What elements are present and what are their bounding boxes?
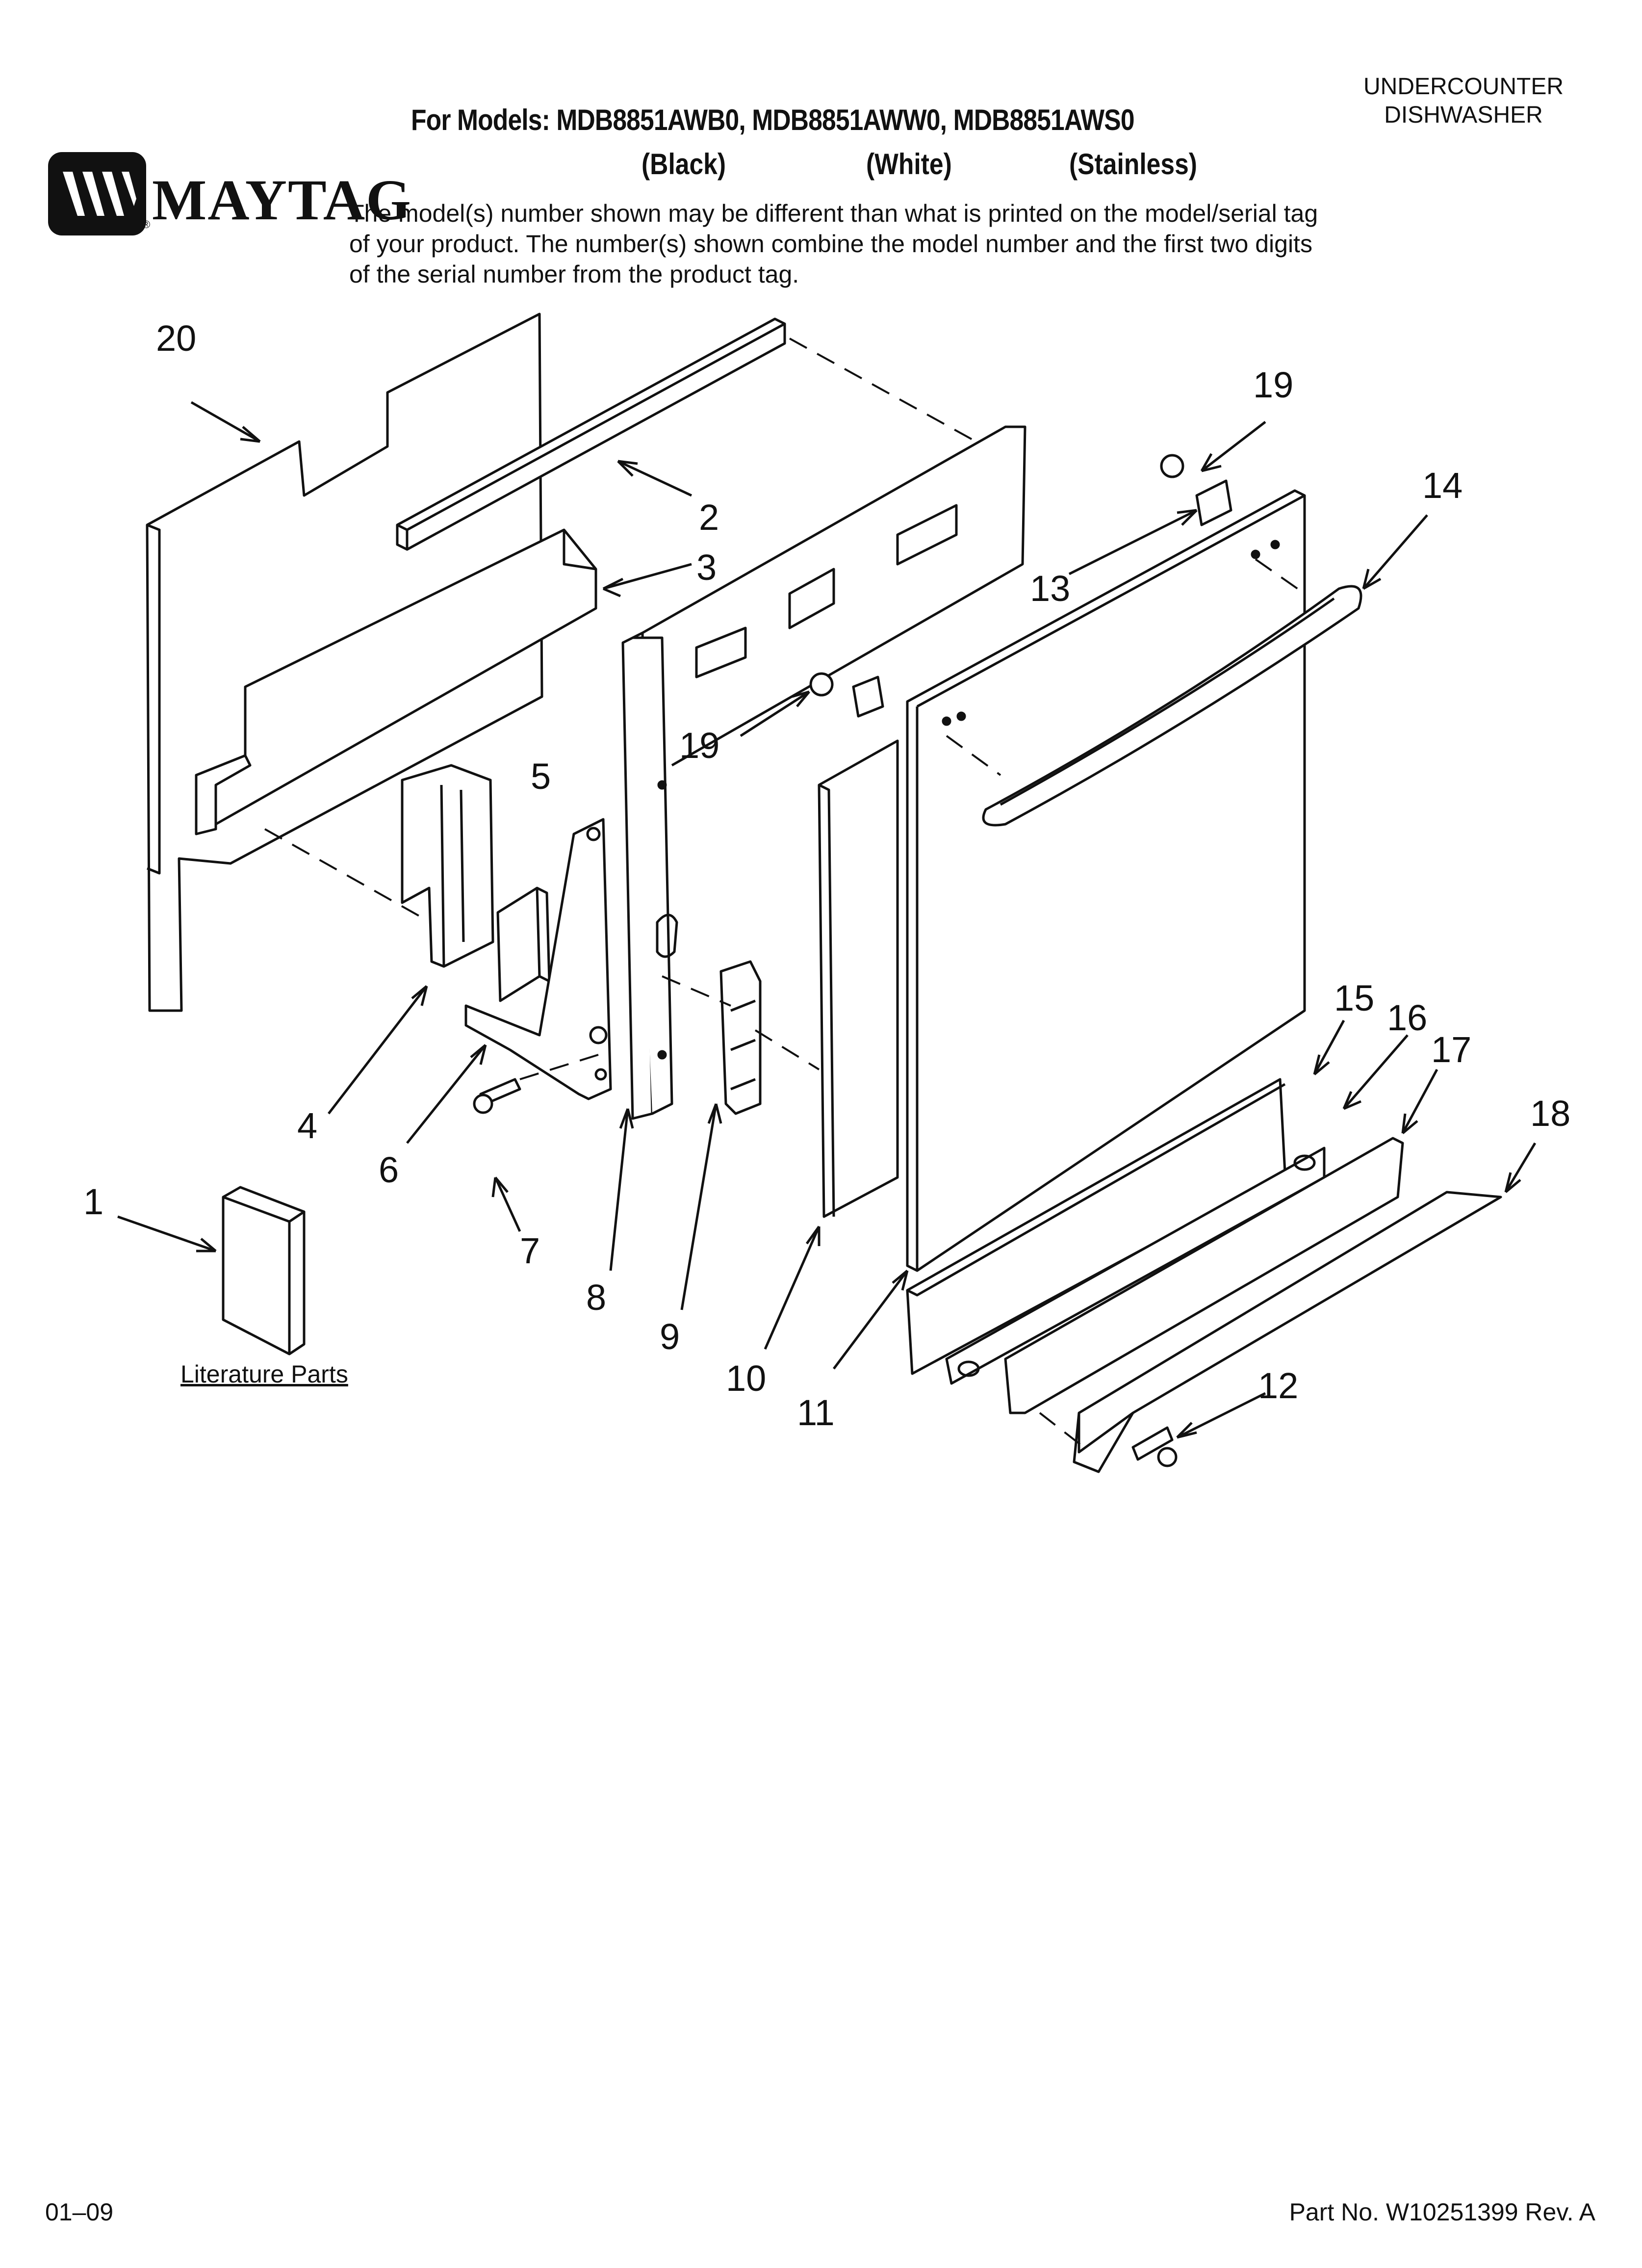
callout-16: 16 [1387,997,1427,1038]
callout-17: 17 [1431,1029,1471,1070]
brand-logo-text: MAYTAG [152,168,412,232]
part-8-side-frame [621,425,1026,1120]
part-4-vent [401,764,494,968]
callout-14: 14 [1422,465,1462,506]
callout-labels: 20 2 3 19 14 13 19 5 4 6 7 1 8 9 10 11 1… [83,318,1570,1433]
callout-15: 15 [1334,978,1374,1018]
callout-9: 9 [660,1316,680,1357]
part-19-nuts [809,454,1184,697]
part-18-toe-kick [1073,1191,1502,1473]
callout-20: 20 [156,318,196,359]
leader-arrows [117,401,1537,1439]
callout-2: 2 [699,497,719,538]
part-5-pad [496,886,551,1002]
assembly-lines [264,338,1306,1448]
callout-8: 8 [586,1277,606,1318]
category-line-1: UNDERCOUNTER [1363,74,1564,100]
callout-19-top: 19 [1253,365,1293,405]
callout-7: 7 [520,1230,540,1271]
callout-12: 12 [1258,1365,1298,1406]
literature-parts-label: Literature Parts [180,1360,348,1388]
part-6-bracket [464,818,612,1100]
part-9-clip [719,960,762,1115]
callout-13: 13 [1030,568,1070,609]
variant-white: (White) [866,148,952,181]
part-17-bracket [1004,1137,1404,1414]
callout-18: 18 [1530,1093,1570,1134]
callout-10: 10 [726,1358,766,1399]
callout-4: 4 [297,1105,317,1146]
part-7-screw [473,1078,521,1114]
callout-3: 3 [696,547,717,588]
part-1-literature [222,1186,306,1356]
maytag-logo-icon [48,152,146,235]
variant-stainless: (Stainless) [1069,148,1197,181]
category-label: UNDERCOUNTER DISHWASHER [1363,73,1564,130]
part-13-brackets [852,479,1232,718]
category-line-2: DISHWASHER [1384,102,1543,128]
callout-11: 11 [797,1392,835,1433]
part-10-panel [818,739,899,1218]
callout-6: 6 [379,1149,399,1190]
part-number: Part No. W10251399 Rev. A [1289,2198,1595,2226]
part-3-insulation [195,528,597,835]
part-14-handle [982,585,1362,827]
part-2-strip [396,317,786,551]
date-code: 01–09 [45,2198,114,2226]
variant-black: (Black) [641,148,726,181]
callout-19-lower: 19 [679,725,719,766]
part-12-screw [1131,1426,1178,1467]
model-note: The model(s) number shown may be differe… [349,200,1318,288]
models-title: For Models: MDB8851AWB0, MDB8851AWW0, MD… [411,104,1135,136]
callout-1: 1 [83,1181,103,1222]
registered-mark: ® [142,218,151,231]
callout-5: 5 [531,756,551,797]
